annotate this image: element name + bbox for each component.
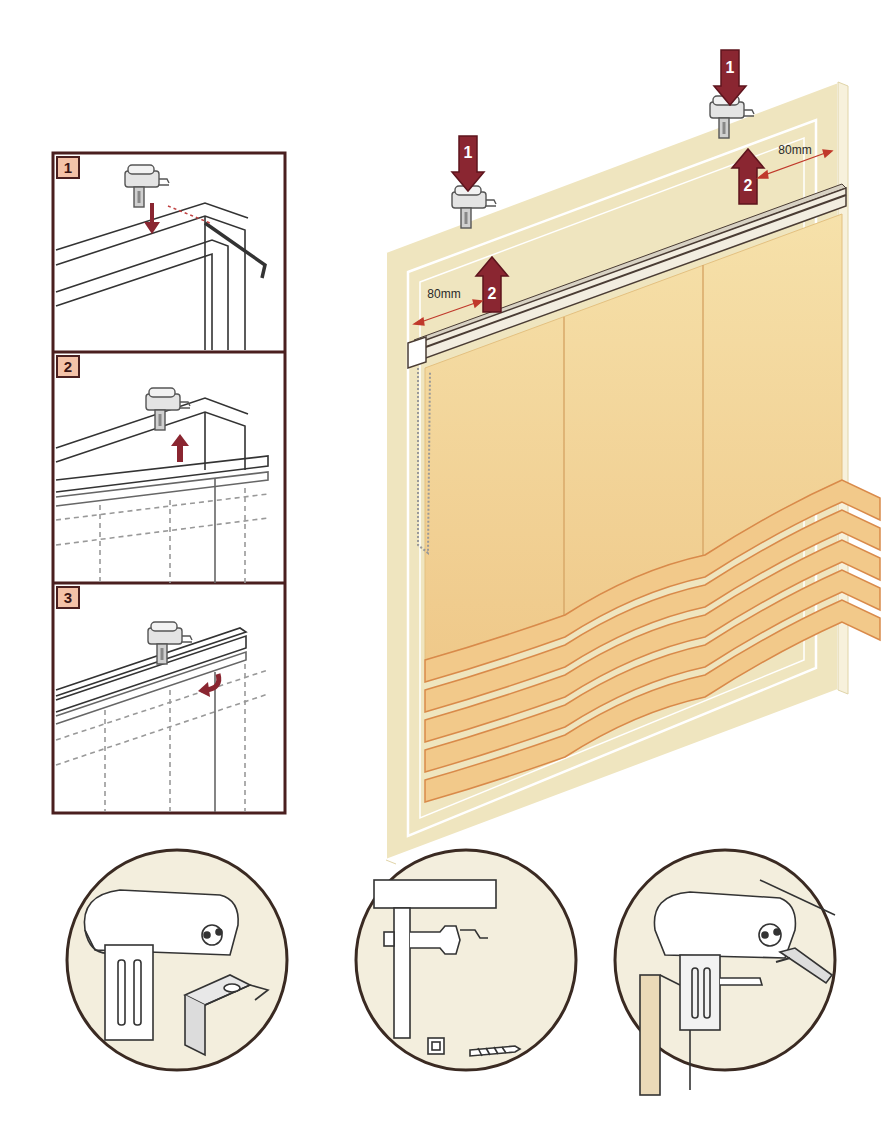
- step-number-box: 1: [56, 156, 80, 179]
- callout-number: 1: [726, 60, 735, 76]
- dimension-lines: [414, 150, 832, 325]
- dimension-label: 80mm: [778, 144, 811, 156]
- step-number: 3: [64, 590, 72, 605]
- dimension-label: 80mm: [427, 288, 460, 300]
- step-number-box: 2: [56, 355, 80, 378]
- blind-fabric: [418, 214, 880, 802]
- step-number: 1: [64, 160, 72, 175]
- callout-number: 2: [488, 286, 497, 302]
- detail-1: [84, 890, 268, 1055]
- callout-number: 2: [744, 178, 753, 194]
- detail-circles: [67, 850, 835, 1070]
- detail-2: [374, 880, 520, 1056]
- panel-1-drawing: [56, 203, 265, 350]
- callout-number: 1: [464, 145, 473, 161]
- step-panels: [53, 153, 285, 813]
- step-number: 2: [64, 359, 72, 374]
- headrail: [408, 184, 846, 368]
- detail-3: [640, 880, 835, 1095]
- step-number-box: 3: [56, 586, 80, 609]
